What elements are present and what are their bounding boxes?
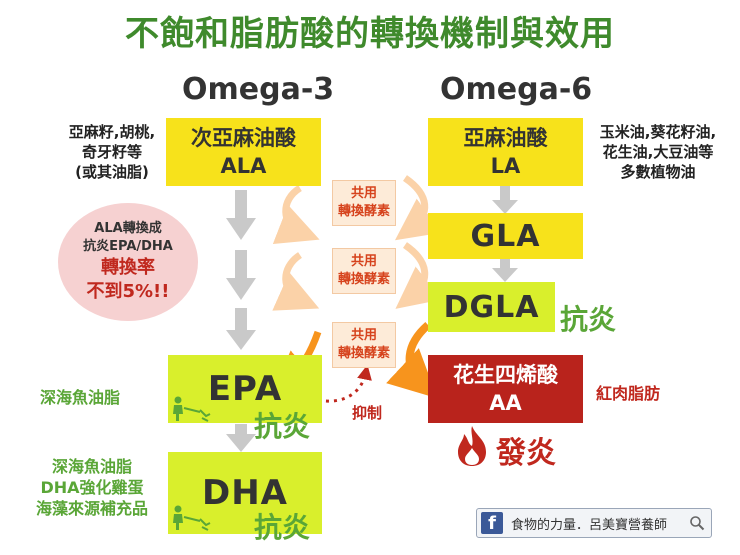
la-sources: 玉米油,葵花籽油, 花生油,大豆油等 多數植物油: [588, 122, 728, 182]
fire-icon: [458, 426, 486, 466]
epa-effect: 抗炎: [254, 410, 311, 443]
bubble-line2: 抗炎EPA/DHA: [83, 239, 173, 254]
epa-label: EPA: [207, 369, 283, 409]
aa-name: 花生四烯酸: [453, 363, 558, 387]
enzyme-line1: 共用: [350, 328, 377, 343]
shared-enzyme-box: 共用 轉換酵素: [332, 248, 396, 294]
epa-source: 深海魚油脂: [40, 388, 121, 407]
search-icon: [690, 516, 705, 531]
la-box: 亞麻油酸 LA: [428, 118, 583, 186]
enzyme-line2: 轉換酵素: [337, 272, 390, 287]
ala-box: 次亞麻油酸 ALA: [166, 118, 321, 186]
aa-box: 花生四烯酸 AA: [428, 355, 583, 423]
la-name: 亞麻油酸: [463, 126, 548, 150]
shared-enzyme-box: 共用 轉換酵素: [332, 180, 396, 226]
dha-effect: 抗炎: [254, 511, 311, 544]
grey-down-arrow: [226, 190, 256, 240]
aa-source: 紅肉脂肪: [596, 384, 661, 403]
person-watering-icon: [173, 505, 211, 531]
dha-sources: 深海魚油脂 DHA強化雞蛋 海藻來源補充品: [22, 456, 162, 519]
footer-text: 食物的力量．呂美寶營養師: [511, 517, 668, 533]
grey-down-arrow: [226, 250, 256, 300]
epa-box: EPA: [168, 355, 322, 423]
enzyme-line2: 轉換酵素: [337, 204, 390, 219]
dha-source-line: 深海魚油脂: [51, 457, 132, 476]
dha-label: DHA: [202, 473, 288, 513]
enzyme-line1: 共用: [350, 254, 377, 269]
dgla-box: DGLA: [428, 282, 555, 332]
bubble-line3: 轉換率: [101, 257, 155, 278]
bubble-line1: ALA轉換成: [94, 221, 162, 236]
omega3-header: Omega-3: [182, 72, 335, 107]
dha-source-line: 海藻來源補充品: [35, 499, 148, 518]
ala-source-line: (或其油脂): [75, 163, 149, 181]
enzyme-line2: 轉換酵素: [337, 346, 390, 361]
la-abbr: LA: [490, 154, 521, 178]
aa-abbr: AA: [489, 391, 522, 415]
la-source-line: 玉米油,葵花籽油,: [599, 123, 717, 141]
ala-sources: 亞麻籽,胡桃, 奇牙籽等 (或其油脂): [52, 122, 172, 182]
grey-down-arrow: [226, 308, 256, 350]
person-watering-icon: [173, 396, 211, 422]
dgla-label: DGLA: [443, 289, 540, 325]
grey-down-arrow: [492, 258, 518, 282]
gla-label: GLA: [470, 218, 541, 254]
la-source-line: 多數植物油: [620, 163, 696, 181]
inhibit-label: 抑制: [352, 404, 383, 422]
shared-enzyme-box: 共用 轉換酵素: [332, 322, 396, 368]
ala-name: 次亞麻油酸: [191, 126, 296, 150]
facebook-icon: f: [481, 512, 503, 534]
ala-source-line: 奇牙籽等: [81, 143, 142, 161]
ala-abbr: ALA: [220, 154, 267, 178]
aa-effect: 發炎: [496, 436, 556, 471]
ala-source-line: 亞麻籽,胡桃,: [68, 123, 156, 141]
facebook-page-badge[interactable]: f 食物的力量．呂美寶營養師: [476, 508, 712, 538]
grey-down-arrow: [226, 424, 256, 452]
la-source-line: 花生油,大豆油等: [602, 143, 714, 161]
enzyme-line1: 共用: [350, 186, 377, 201]
grey-down-arrow: [492, 186, 518, 214]
dha-box: DHA: [168, 452, 322, 534]
omega6-header: Omega-6: [440, 72, 593, 107]
dha-source-line: DHA強化雞蛋: [40, 478, 144, 497]
dgla-effect: 抗炎: [560, 303, 617, 336]
bubble-line4: 不到5%!!: [86, 281, 170, 302]
page-title: 不飽和脂肪酸的轉換機制與效用: [125, 14, 615, 54]
gla-box: GLA: [428, 213, 583, 259]
conversion-rate-bubble: ALA轉換成 抗炎EPA/DHA 轉換率 不到5%!!: [58, 203, 198, 321]
